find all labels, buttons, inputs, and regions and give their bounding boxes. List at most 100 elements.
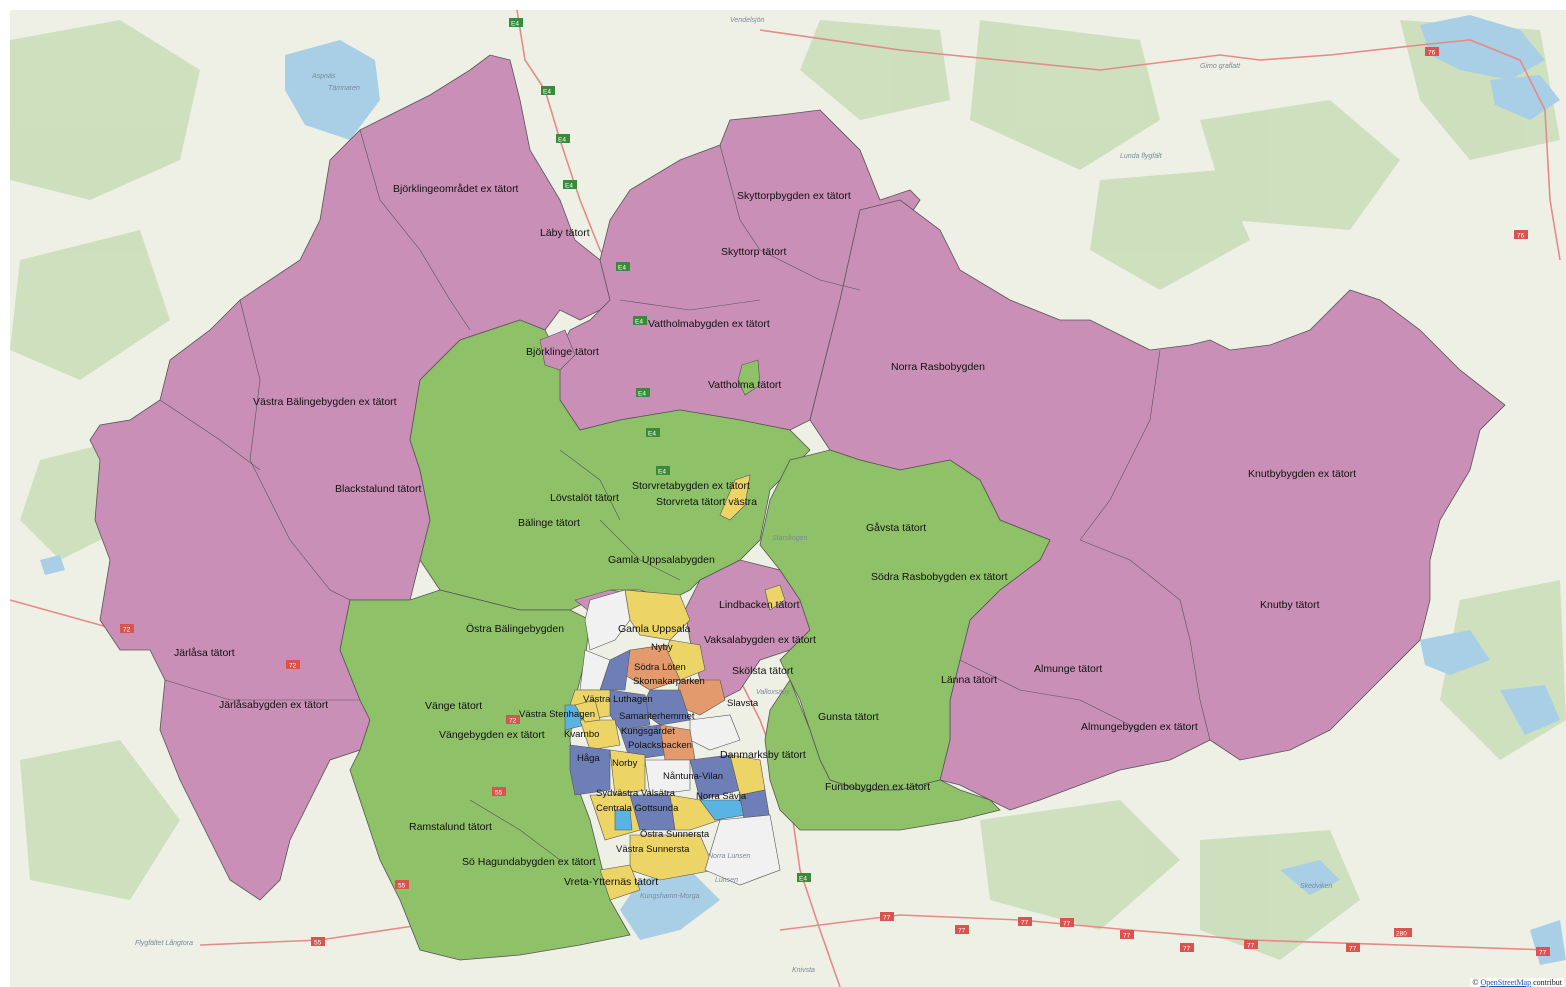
label-bjorklinge-omr: Björklingeområdet ex tätort — [393, 183, 519, 195]
svg-text:77: 77 — [883, 915, 891, 922]
attribution-prefix: © — [1472, 978, 1481, 987]
shield-76: 76 — [1425, 47, 1439, 57]
svg-text:72: 72 — [123, 627, 131, 634]
label-norra-savja: Norra Sävja — [696, 791, 747, 802]
shield-72: 72 — [506, 715, 520, 725]
label-starskogen: Starskogen — [772, 535, 808, 542]
label-blackstalund: Blackstalund tätort — [335, 483, 421, 495]
shield-55: 55 — [395, 880, 409, 890]
shield-e4: E4 — [656, 466, 670, 476]
shield-e4: E4 — [556, 134, 570, 144]
label-danmarksby: Danmarksby tätort — [720, 749, 806, 761]
basemap-water — [40, 15, 1566, 965]
svg-text:280: 280 — [1396, 931, 1407, 938]
label-vangebygd: Vängebygden ex tätort — [439, 729, 545, 741]
label-lindbacken: Lindbacken tätort — [719, 599, 800, 611]
label-gimo: Gimo graflatt — [1200, 63, 1241, 70]
svg-text:E4: E4 — [635, 319, 643, 326]
label-jarlasabygd: Järlåsabygden ex tätort — [219, 699, 328, 711]
label-vallbyvagen: Valloxsäby — [756, 689, 790, 696]
region-green-southeast — [764, 679, 1001, 831]
svg-text:77: 77 — [958, 928, 966, 935]
svg-text:77: 77 — [1183, 946, 1191, 953]
map-white-frame-left — [0, 0, 10, 987]
label-gavsta: Gåvsta tätort — [866, 522, 926, 534]
label-sodra-loten: Södra Löten — [634, 662, 686, 673]
label-lunda: Lunda flygfält — [1120, 153, 1163, 160]
label-skyttorp-bygd: Skyttorpbygden ex tätort — [737, 190, 851, 202]
shield-55: 55 — [311, 937, 325, 947]
openstreetmap-link[interactable]: OpenStreetMap — [1480, 978, 1532, 987]
svg-text:77: 77 — [1063, 921, 1071, 928]
shield-e4: E4 — [646, 428, 660, 438]
svg-text:72: 72 — [289, 663, 297, 670]
label-skomakarparken: Skomakarparken — [633, 676, 705, 687]
shield-77: 77 — [1346, 943, 1360, 953]
label-norra-rasbo: Norra Rasbobygden — [891, 361, 985, 373]
vattholma-green — [737, 359, 761, 396]
svg-text:E4: E4 — [618, 265, 626, 272]
road-shields: E4 E4 E4 E4 E4 E4 E4 E4 E4 72 72 72 55 5… — [120, 18, 1550, 957]
label-samariterhemmet: Samariterhemmet — [619, 711, 695, 722]
svg-text:E4: E4 — [799, 876, 807, 883]
shield-e4: E4 — [636, 388, 650, 398]
label-ostra-balinge: Östra Bälingebygden — [466, 623, 564, 635]
label-vreta-ytternas: Vreta-Ytternäs tätort — [564, 876, 658, 888]
shield-72: 72 — [120, 624, 134, 634]
shield-280: 280 — [1394, 928, 1412, 938]
label-vattholma-bygd: Vattholmabygden ex tätort — [648, 318, 770, 330]
label-nantuna: Nåntuna-Vilan — [663, 771, 723, 782]
label-skolsta: Skölsta tätort — [732, 665, 793, 677]
label-skyttorp: Skyttorp tätort — [721, 246, 786, 258]
yellow-settlements — [574, 474, 786, 723]
label-storvreta-bygd: Storvretabygden ex tätort — [632, 480, 750, 492]
label-haga: Håga — [577, 753, 600, 764]
label-lovstalot: Lövstalöt tätort — [550, 492, 619, 504]
shield-e4: E4 — [616, 262, 630, 272]
map-white-frame — [0, 0, 1566, 10]
shield-77: 77 — [880, 912, 894, 922]
district-borders — [159, 129, 1211, 861]
map-attribution: © OpenStreetMap contribut — [1470, 978, 1564, 987]
label-aspnas: Aspnäs — [311, 73, 336, 80]
label-vastra-stenhagen: Västra Stenhagen — [519, 709, 595, 720]
shield-e4: E4 — [797, 873, 811, 883]
label-skedviken: Skedviken — [1300, 883, 1332, 890]
label-jarlasa: Järlåsa tätort — [174, 647, 235, 659]
shield-77: 77 — [955, 925, 969, 935]
svg-text:77: 77 — [1247, 943, 1255, 950]
label-sydvastra-valsatra: Sydvästra Valsätra — [596, 788, 676, 799]
label-so-hagunda: Sö Hagundabygden ex tätort — [462, 856, 596, 868]
svg-text:E4: E4 — [558, 137, 566, 144]
shield-e4: E4 — [633, 316, 647, 326]
label-polacksbacken: Polacksbacken — [628, 740, 692, 751]
road-north — [759, 29, 1261, 71]
label-funbo: Funbobygden ex tätort — [825, 781, 930, 793]
label-balinge: Bälinge tätort — [518, 517, 580, 529]
svg-text:E4: E4 — [565, 183, 573, 190]
svg-text:E4: E4 — [648, 431, 656, 438]
label-knutby: Knutby tätort — [1260, 599, 1320, 611]
shield-55: 55 — [492, 787, 506, 797]
shield-77: 77 — [1120, 930, 1134, 940]
attribution-suffix: contribut — [1531, 978, 1562, 987]
svg-text:77: 77 — [1539, 950, 1547, 957]
label-vastra-luthagen: Västra Luthagen — [583, 694, 653, 705]
shield-76: 76 — [1514, 230, 1528, 240]
label-storvreta: Storvreta tätort västra — [656, 496, 757, 508]
urban-core — [564, 589, 781, 901]
label-norby: Norby — [612, 758, 638, 769]
label-almungebygd: Almungebygden ex tätort — [1081, 721, 1198, 733]
road-76 — [1259, 39, 1561, 261]
shield-77: 77 — [1180, 943, 1194, 953]
svg-text:76: 76 — [1428, 50, 1436, 57]
green-regions — [339, 319, 1051, 961]
label-gamla-uppsala: Gamla Uppsala — [618, 623, 691, 635]
region-labels: Björklingeområdet ex tätort Läby tätort … — [174, 183, 1356, 888]
label-slavsta: Slavsta — [727, 698, 759, 709]
shield-77: 77 — [1060, 918, 1074, 928]
label-vendelsjon: Vendelsjön — [730, 17, 764, 24]
label-lunsen: Lunsen — [715, 877, 738, 884]
region-green-southwest — [339, 589, 631, 961]
